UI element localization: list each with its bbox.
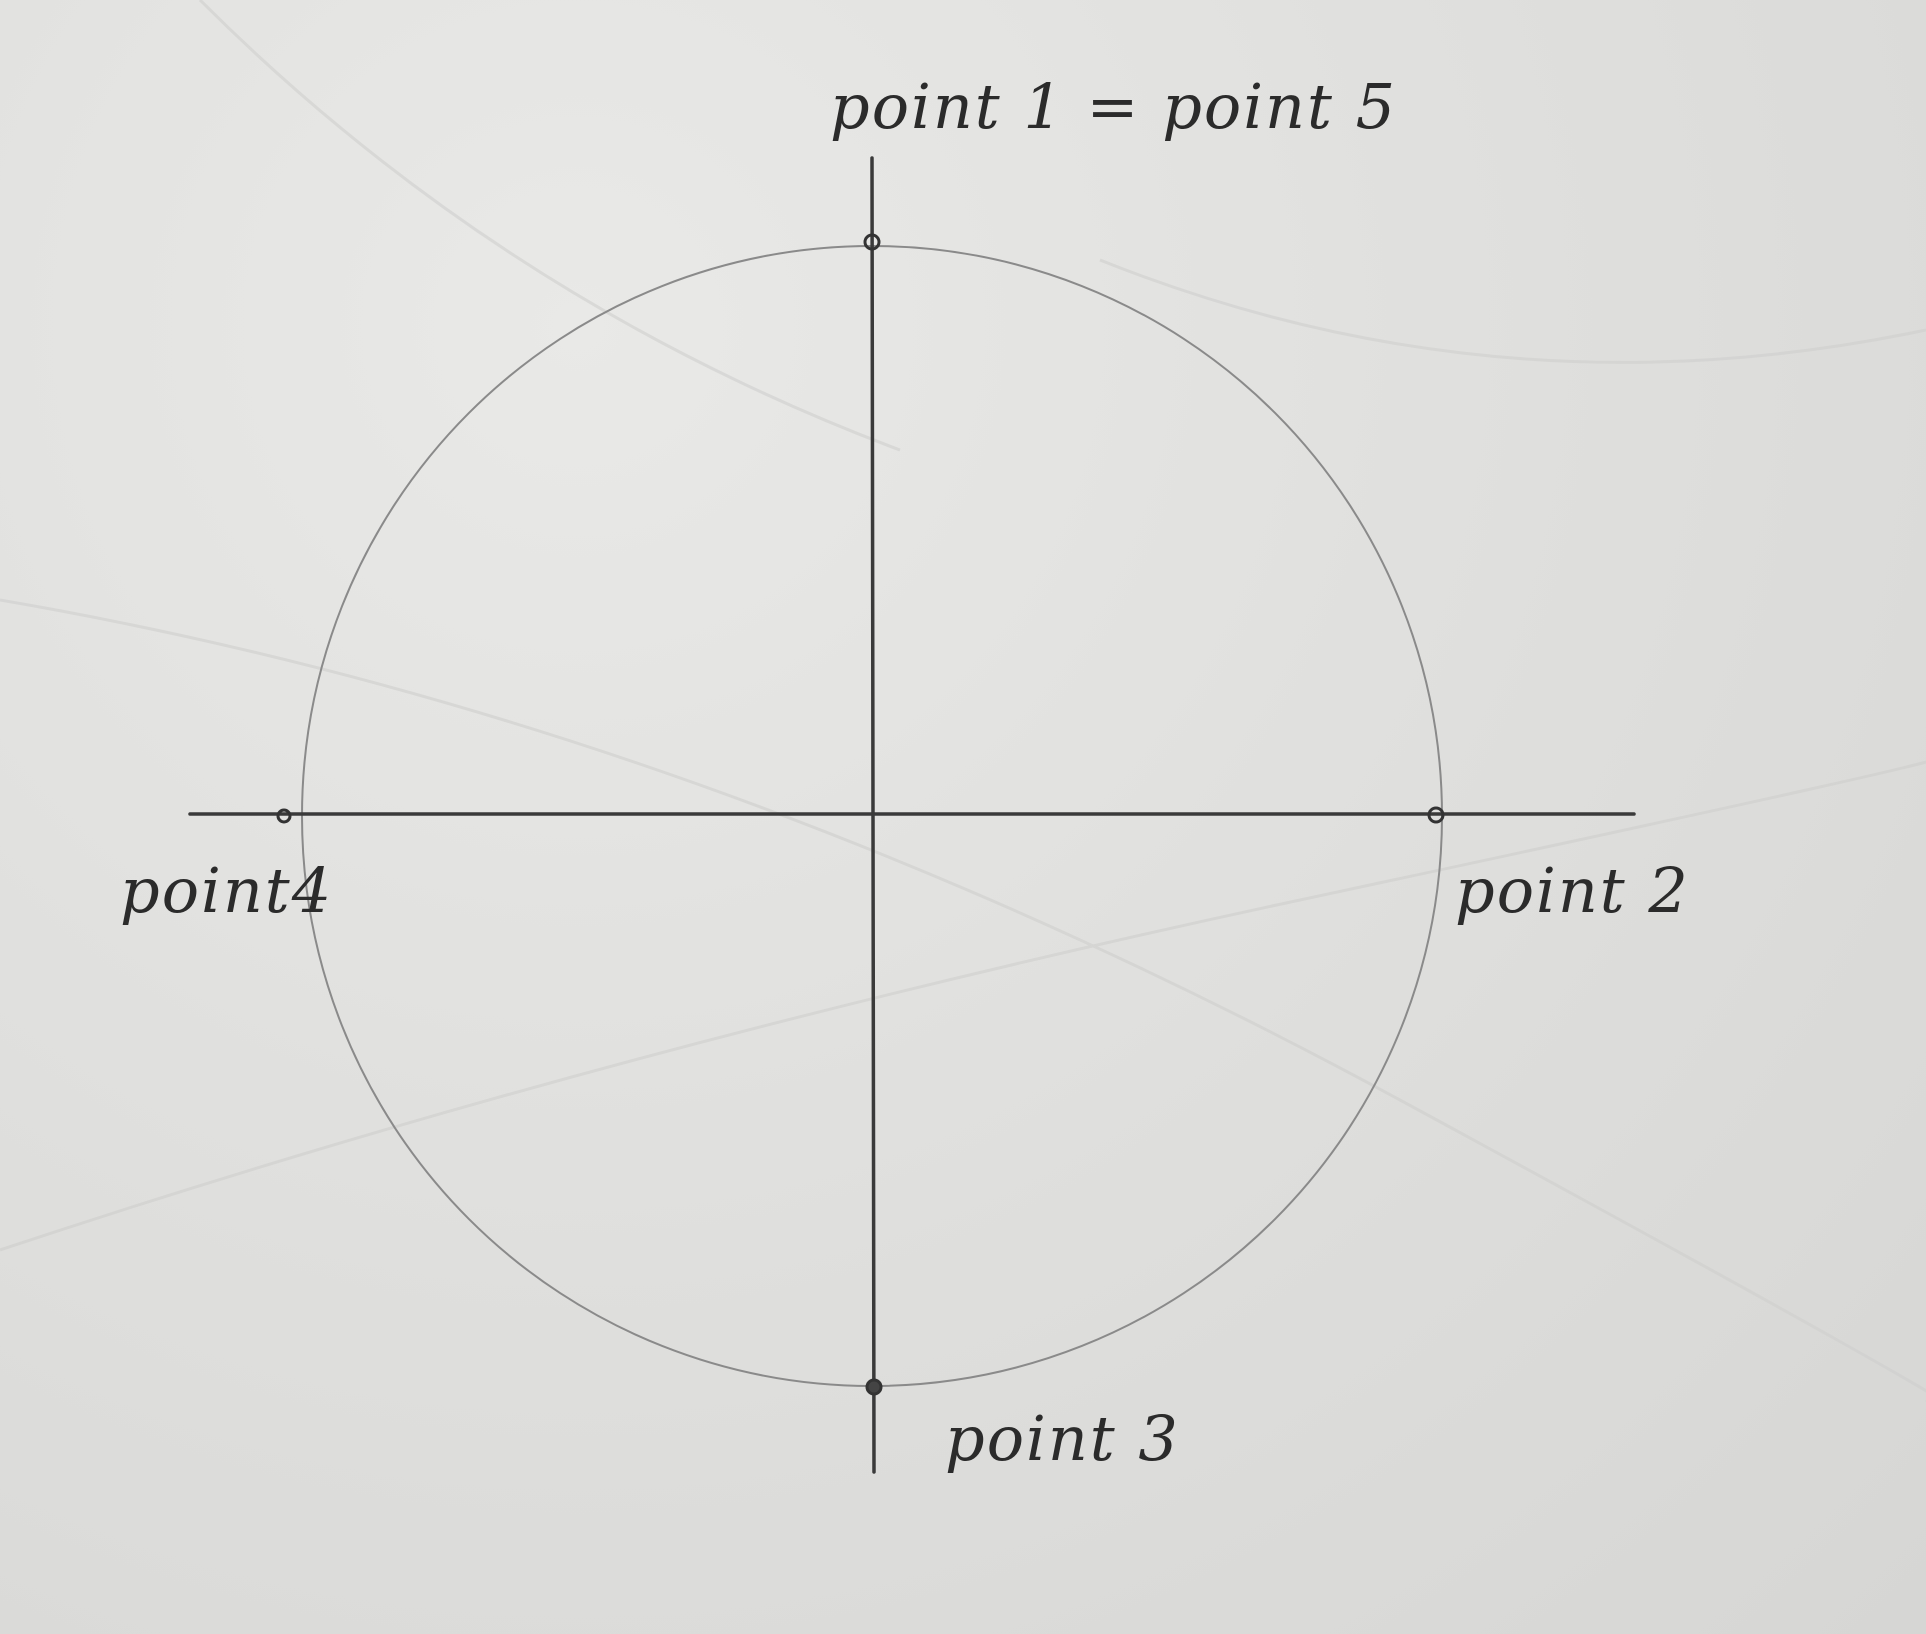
point-1-marker <box>863 233 881 251</box>
label-point-4: point4 <box>120 854 333 927</box>
point-3-marker <box>865 1378 883 1396</box>
label-point-2: point 2 <box>1455 854 1690 927</box>
paper-creases <box>0 0 1926 1414</box>
point-2-marker <box>1427 806 1445 824</box>
point-4-marker <box>276 808 292 824</box>
label-point-3: point 3 <box>945 1402 1180 1475</box>
label-point-1-equals-point-5: point 1 = point 5 <box>830 70 1397 143</box>
vertical-axis <box>870 156 876 1474</box>
